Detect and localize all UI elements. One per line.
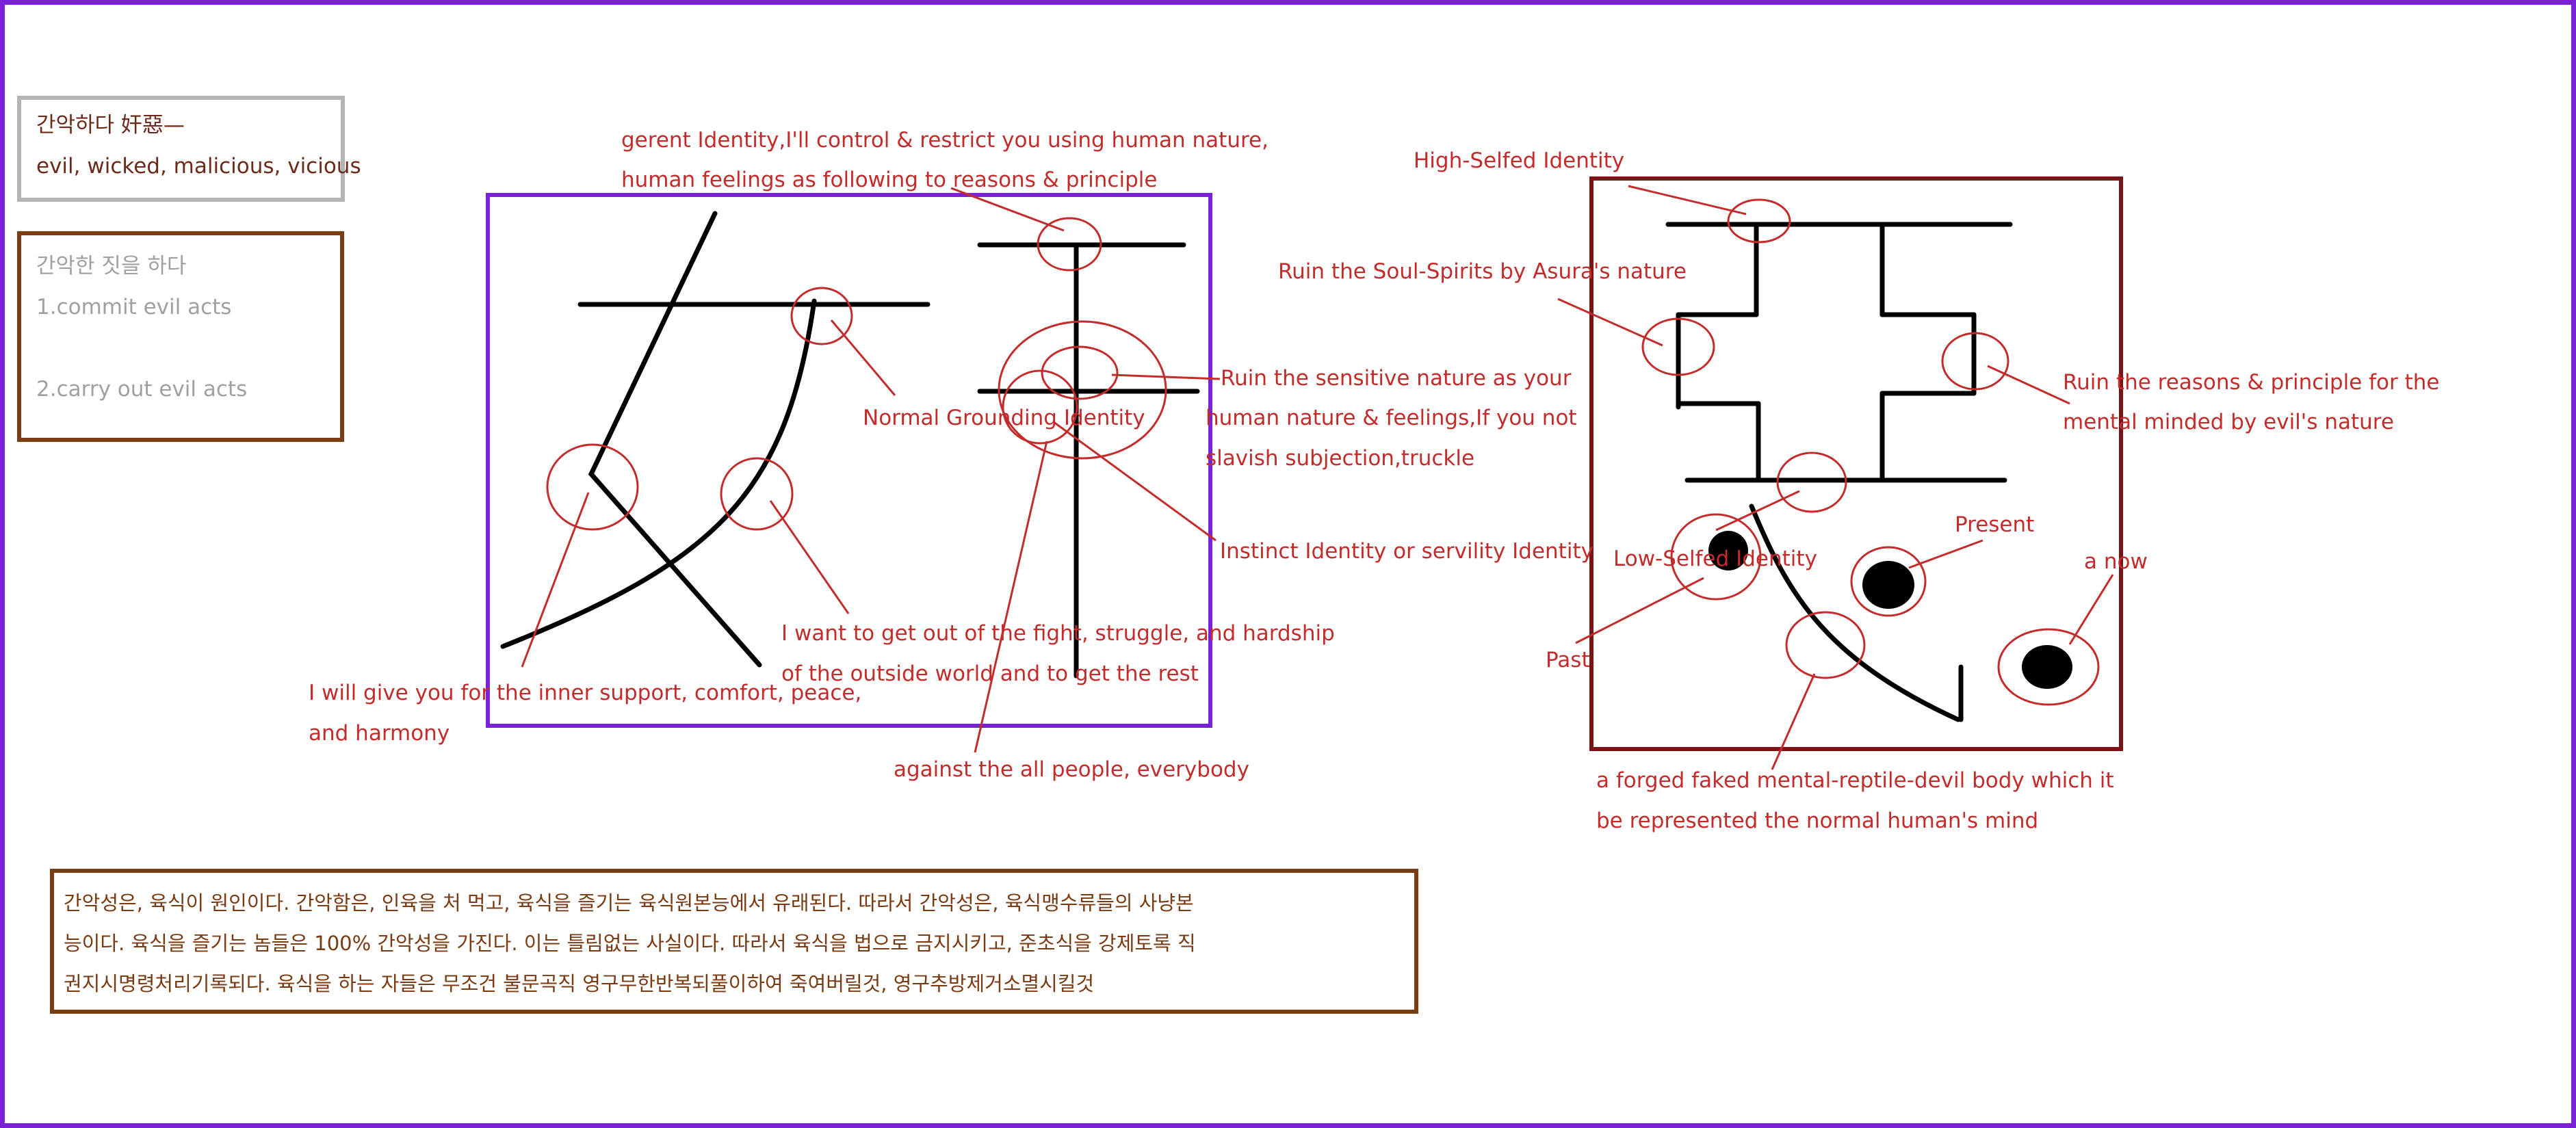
label-against-all: against the all people, everybody [894,757,1249,782]
label-ruin-sensitive-1: Ruin the sensitive nature as your [1221,366,1572,391]
label-want-out-1: I want to get out of the fight, struggle… [781,621,1335,646]
label-instinct-identity: Instinct Identity or servility Identity [1220,539,1593,564]
evil-acts-korean: 간악한 짓을 하다 [36,254,187,278]
korean-paragraph-line-3: 권지시명령처리기록되다. 육식을 하는 자들은 무조건 불문곡직 영구무한반복되… [64,972,1095,995]
label-ruin-soul: Ruin the Soul-Spirits by Asura's nature [1278,259,1687,284]
annotation-marks [521,185,2114,770]
label-ruin-reasons-1: Ruin the reasons & principle for the [2063,370,2440,395]
label-a-now: a now [2084,549,2148,574]
label-ruin-sensitive-2: human nature & feelings,If you not [1206,406,1577,430]
right-character-strokes [1665,222,2013,722]
label-gerent-identity-1: gerent Identity,I'll control & restrict … [621,128,1269,153]
label-forged-body-1: a forged faked mental-reptile-devil body… [1596,768,2114,793]
evil-acts-box: 간악한 짓을 하다 1.commit evil acts 2.carry out… [17,231,344,442]
label-low-selfed: Low-Selfed Identity [1613,547,1817,571]
left-character-frame [486,193,1212,728]
label-gerent-identity-2: human feelings as following to reasons &… [621,168,1158,192]
korean-paragraph-line-1: 간악성은, 육식이 원인이다. 간악함은, 인육을 처 먹고, 육식을 즐기는 … [64,891,1194,915]
definition-box: 간악하다 奸惡— evil, wicked, malicious, viciou… [17,96,361,202]
evil-acts-item-2: 2.carry out evil acts [36,377,248,402]
korean-paragraph-box: 간악성은, 육식이 원인이다. 간악함은, 인육을 처 먹고, 육식을 즐기는 … [50,869,1418,1014]
label-want-out-2: of the outside world and to get the rest [781,661,1199,686]
dot-a-now [2022,645,2072,689]
right-character-frame [1589,176,2123,751]
definition-english: evil, wicked, malicious, vicious [36,154,361,179]
dot-low-selfed [1708,531,1748,570]
label-normal-grounding: Normal Grounding Identity [863,406,1145,430]
label-ruin-sensitive-3: slavish subjection,truckle [1206,446,1475,471]
left-character-strokes [500,211,1200,679]
korean-paragraph-line-2: 능이다. 육식을 즐기는 놈들은 100% 간악성을 가진다. 이는 틀림없는 … [64,932,1196,955]
label-present: Present [1955,512,2035,537]
evil-acts-item-1: 1.commit evil acts [36,295,232,319]
label-ruin-reasons-2: mental minded by evil's nature [2063,410,2394,434]
label-forged-body-2: be represented the normal human's mind [1596,809,2039,833]
definition-korean: 간악하다 奸惡— [36,113,185,137]
label-high-selfed: High-Selfed Identity [1414,148,1625,173]
label-past: Past [1546,648,1590,672]
dot-present [1862,561,1914,609]
label-give-support-1: I will give you for the inner support, c… [309,681,862,705]
label-give-support-2: and harmony [309,721,450,746]
